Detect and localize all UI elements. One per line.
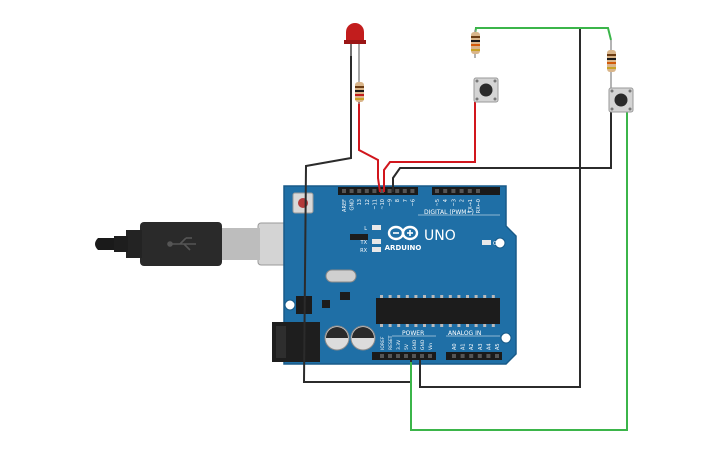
led-resistor[interactable]: [355, 80, 364, 104]
button2-resistor[interactable]: [607, 40, 616, 92]
pushbutton-2[interactable]: [608, 87, 634, 113]
power-pin[interactable]: [428, 354, 432, 358]
power-pin-label: Vin: [428, 343, 434, 350]
power-pin-label: RESET: [388, 335, 394, 350]
pushbutton-1[interactable]: [473, 77, 499, 103]
header-pin[interactable]: [435, 189, 439, 193]
analog-pin-label: A1: [461, 343, 467, 350]
pin-label: 12: [365, 199, 371, 205]
capacitor-2: [350, 325, 376, 351]
pin-label: ~10: [380, 199, 386, 210]
header-pin[interactable]: [387, 189, 392, 193]
pin-label: ~5: [435, 199, 441, 206]
pin-label: ~3: [451, 199, 457, 206]
wire-red-button1-pin12[interactable]: [383, 102, 476, 192]
power-pin-label: 5V: [404, 343, 410, 350]
analog-in-label: ANALOG IN: [448, 330, 481, 337]
usb-symbol-icon: [167, 237, 196, 251]
pin-label: ~11: [372, 199, 378, 210]
power-pin[interactable]: [380, 354, 384, 358]
header-pin[interactable]: [357, 189, 362, 193]
power-jack: [272, 322, 320, 362]
power-pin-label: IOREF: [380, 336, 386, 350]
analog-pin-label: A5: [495, 343, 501, 350]
header-pin[interactable]: [372, 189, 377, 193]
analog-pin[interactable]: [495, 354, 499, 358]
pin-label: 2: [460, 199, 466, 202]
analog-pin-label: A4: [486, 343, 492, 350]
pin-label: AREF: [342, 199, 348, 212]
pin-label: RX←0: [476, 199, 482, 213]
power-pin[interactable]: [396, 354, 400, 358]
pin-label: 7: [403, 199, 409, 202]
pin-label: TX→1: [468, 199, 474, 214]
header-pin[interactable]: [451, 189, 456, 193]
arduino-logo-icon: [387, 225, 419, 241]
wire-black-button2-pin[interactable]: [392, 110, 612, 192]
header-pin[interactable]: [349, 189, 354, 193]
power-pin[interactable]: [388, 354, 392, 358]
on-led-label: ON: [493, 241, 501, 247]
led-l-label: L: [364, 226, 367, 232]
brand-label: ARDUINO: [385, 244, 422, 252]
power-pin[interactable]: [412, 354, 416, 358]
header-pin[interactable]: [364, 189, 369, 193]
analog-header[interactable]: [446, 352, 502, 360]
pin-label: GND: [350, 199, 356, 211]
red-led[interactable]: [344, 23, 366, 80]
header-pin[interactable]: [342, 189, 346, 193]
led-rx-label: RX: [360, 248, 367, 254]
capacitor-1: [324, 325, 350, 351]
power-pin[interactable]: [404, 354, 408, 358]
power-pin-label: GND: [420, 339, 426, 350]
power-label: POWER: [402, 330, 424, 337]
atmega-chip: [376, 295, 500, 327]
header-pin[interactable]: [443, 189, 448, 193]
pin-label: ~9: [388, 199, 394, 206]
digital-pwm-label: DIGITAL (PWM~): [424, 209, 474, 216]
digital-header[interactable]: [338, 187, 500, 195]
crystal-oscillator: [325, 269, 357, 283]
pin-label: 13: [357, 199, 363, 205]
header-pin[interactable]: [395, 189, 400, 193]
led-tx-label: TX: [360, 240, 368, 246]
analog-pin[interactable]: [486, 354, 491, 358]
pin-label: ~6: [410, 199, 416, 206]
analog-pin[interactable]: [452, 354, 456, 358]
analog-pin[interactable]: [469, 354, 474, 358]
header-pin[interactable]: [459, 189, 464, 193]
power-pin[interactable]: [420, 354, 424, 358]
wire-red-led-pin13[interactable]: [358, 102, 381, 193]
pin-label: 8: [395, 199, 401, 202]
header-pin[interactable]: [380, 189, 384, 193]
button1-resistor[interactable]: [471, 30, 480, 58]
analog-pin-label: A2: [469, 343, 475, 350]
power-pin-label: GND: [412, 339, 418, 350]
wire-green-5v[interactable]: [410, 110, 628, 431]
analog-pin-label: A3: [478, 343, 484, 350]
reset-button[interactable]: [292, 192, 314, 214]
header-pin[interactable]: [402, 189, 407, 193]
header-pin[interactable]: [410, 189, 415, 193]
analog-pin-label: A0: [452, 343, 458, 350]
power-header[interactable]: [372, 352, 436, 360]
wire-green-top[interactable]: [474, 27, 612, 41]
model-label: UNO: [424, 228, 456, 244]
power-pin-label: 3.3V: [396, 339, 402, 350]
board-leds: L TX RX ON: [360, 225, 501, 254]
header-pin[interactable]: [476, 189, 480, 193]
usb-cable[interactable]: [95, 222, 317, 266]
pin-label: 4: [443, 199, 449, 202]
analog-pin[interactable]: [460, 354, 465, 358]
analog-pin[interactable]: [477, 354, 482, 358]
header-pin[interactable]: [467, 189, 472, 193]
